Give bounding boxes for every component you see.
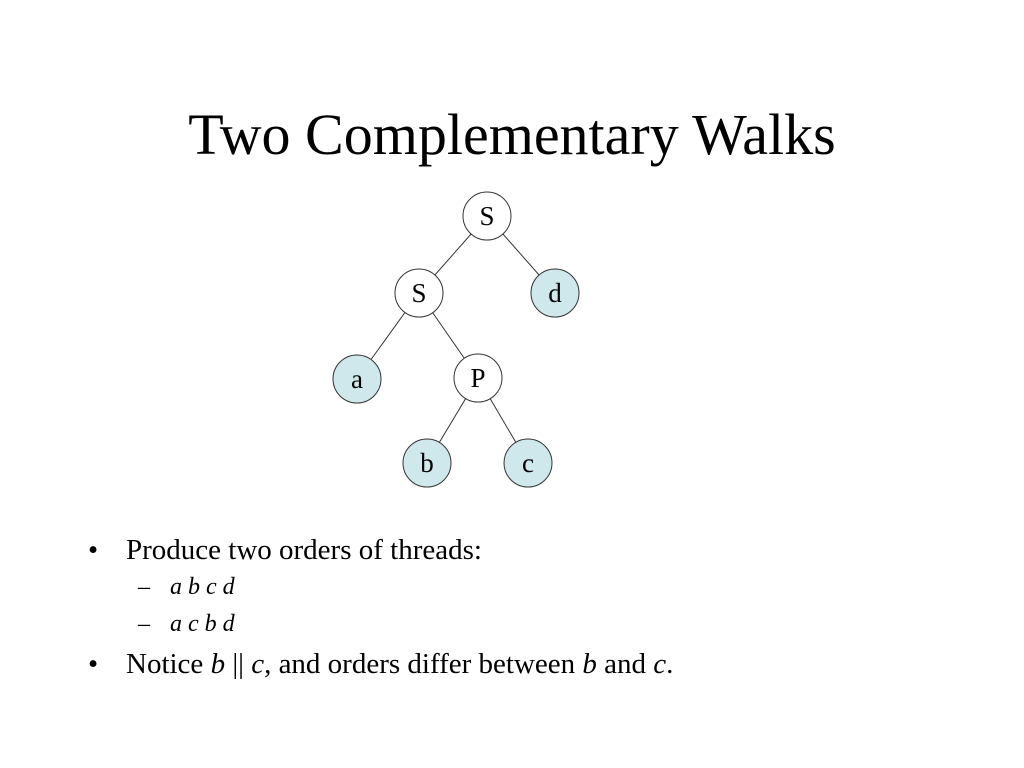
tree-node-s: S — [394, 268, 444, 318]
sub-bullet-text: a c b d — [170, 611, 235, 637]
tree-node-root-s: S — [462, 191, 512, 241]
bullet-text: Produce two orders of threads: — [126, 534, 482, 566]
tree-node-d: d — [530, 268, 580, 318]
sub-bullet-marker: – — [138, 611, 150, 637]
tree-edges — [356, 215, 556, 464]
bullet-text-part: Notice — [126, 648, 211, 680]
bullet-italic-var: c — [653, 648, 667, 680]
sub-bullet-item: – a c b d — [88, 609, 988, 646]
sub-bullet-item: – a b c d — [88, 572, 988, 609]
tree-node-a: a — [332, 354, 382, 404]
tree-node-label: S — [479, 201, 494, 231]
sub-bullet-marker: – — [138, 574, 150, 600]
tree-node-label: c — [522, 448, 534, 478]
bullet-marker: • — [88, 534, 99, 566]
bullet-text-part: , and orders differ between — [264, 648, 583, 680]
tree-node-b: b — [402, 438, 452, 488]
tree-node-label: b — [420, 448, 434, 478]
bullet-item: • Produce two orders of threads: — [88, 532, 988, 572]
tree-node-label: S — [411, 278, 426, 308]
tree-node-c: c — [503, 438, 553, 488]
bullet-marker: • — [88, 648, 99, 680]
tree-node-label: P — [470, 363, 485, 393]
tree-node-label: a — [351, 364, 363, 394]
slide-title: Two Complementary Walks — [188, 102, 836, 167]
bullet-item: • Notice b || c, and orders differ betwe… — [88, 646, 988, 686]
bullet-italic-var: b — [582, 648, 597, 680]
bullet-italic-var: c — [251, 648, 265, 680]
bullet-text-part: . — [666, 648, 674, 680]
bullet-italic-var: b — [210, 648, 226, 680]
tree-node-label: d — [548, 278, 562, 308]
tree-node-p: P — [453, 353, 503, 403]
bullet-text-part: || — [225, 648, 252, 680]
bullet-list: • Produce two orders of threads: – a b c… — [88, 532, 988, 686]
bullet-text-part: and — [596, 648, 654, 680]
sub-bullet-text: a b c d — [170, 574, 235, 600]
